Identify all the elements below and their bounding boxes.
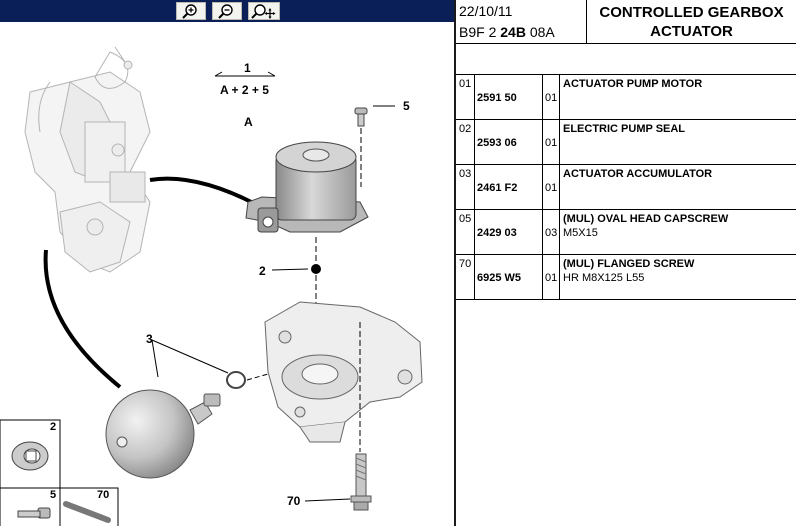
callout-70[interactable]: 70: [287, 494, 301, 508]
part-ref[interactable]: 6925 W5: [477, 272, 522, 284]
callout-5[interactable]: 5: [403, 99, 410, 113]
inset-label-2: 2: [50, 421, 57, 433]
part-name: (MUL) OVAL HEAD CAPSCREW: [563, 213, 729, 225]
part-name: ELECTRIC PUMP SEAL: [563, 123, 686, 135]
part-qty-cell: 03: [543, 210, 560, 255]
part-qty-cell: 01: [543, 75, 560, 120]
part-qty-cell: 01: [543, 120, 560, 165]
catalog-code-bold: 24B: [500, 24, 526, 40]
group-formula-label: A + 2 + 5: [220, 83, 269, 97]
oval-head-capscrew-illustration: [354, 107, 368, 127]
page-title-line2: ACTUATOR: [650, 23, 733, 40]
part-ref-cell: 6925 W5: [475, 255, 543, 300]
part-desc-cell: (MUL) OVAL HEAD CAPSCREW M5X15: [560, 210, 796, 255]
parts-list-panel: 22/10/11 B9F 2 24B 08A CONTROLLED GEARBO…: [456, 0, 796, 526]
part-qty: 01: [545, 272, 558, 284]
part-ref[interactable]: 2593 06: [477, 137, 517, 149]
part-qty: 03: [545, 227, 558, 239]
part-desc-cell: (MUL) FLANGED SCREW HR M8X125 L55: [560, 255, 796, 300]
part-row[interactable]: 03 2461 F2 01 ACTUATOR ACCUMULATOR: [456, 165, 796, 210]
panel-divider: [454, 0, 456, 526]
zoom-in-button[interactable]: [176, 2, 206, 20]
catalog-code: B9F 2 24B 08A: [459, 24, 555, 40]
part-name: (MUL) FLANGED SCREW: [563, 258, 695, 270]
page-title-line1: CONTROLLED GEARBOX: [599, 4, 784, 21]
zoom-out-button[interactable]: [212, 2, 242, 20]
magnifier-move-icon: [249, 3, 279, 19]
callout-A[interactable]: A: [244, 115, 253, 129]
magnifier-minus-icon: [213, 3, 241, 19]
part-ref-cell: 2591 50: [475, 75, 543, 120]
catalog-code-suffix: 08A: [525, 24, 555, 40]
part-index: 70: [456, 255, 475, 300]
callout-3[interactable]: 3: [146, 332, 153, 346]
flanged-screw-illustration: [350, 453, 372, 511]
inset-label-5: 5: [50, 489, 57, 501]
parts-list-empty-area: [456, 300, 796, 526]
actuator-pump-motor-illustration: [245, 141, 369, 233]
inset-label-70: 70: [97, 489, 110, 501]
part-row[interactable]: 70 6925 W5 01 (MUL) FLANGED SCREW HR M8X1…: [456, 255, 796, 300]
group-number-label: 1: [244, 61, 251, 75]
actuator-accumulator-illustration: [105, 389, 221, 479]
part-row[interactable]: 02 2593 06 01 ELECTRIC PUMP SEAL: [456, 120, 796, 165]
catalog-code-prefix: B9F 2: [459, 24, 501, 40]
part-qty-cell: 01: [543, 255, 560, 300]
part-name: ACTUATOR ACCUMULATOR: [563, 168, 713, 180]
callout-2[interactable]: 2: [259, 264, 266, 278]
part-qty: 01: [545, 92, 558, 104]
catalog-date: 22/10/11: [459, 3, 513, 19]
detail-insets: [0, 419, 119, 526]
part-ref[interactable]: 2461 F2: [477, 182, 518, 194]
part-desc-cell: ACTUATOR ACCUMULATOR: [560, 165, 796, 210]
gearbox-assembly-illustration: [24, 46, 151, 273]
part-ref[interactable]: 2429 03: [477, 227, 517, 239]
part-name: ACTUATOR PUMP MOTOR: [563, 78, 703, 90]
parts-subheader: [456, 44, 796, 75]
part-desc-cell: ACTUATOR PUMP MOTOR: [560, 75, 796, 120]
page-title: CONTROLLED GEARBOX ACTUATOR: [587, 3, 796, 41]
part-ref-cell: 2429 03: [475, 210, 543, 255]
part-desc-cell: ELECTRIC PUMP SEAL: [560, 120, 796, 165]
part-qty-cell: 01: [543, 165, 560, 210]
part-ref[interactable]: 2591 50: [477, 92, 517, 104]
part-index: 01: [456, 75, 475, 120]
magnifier-plus-icon: [177, 3, 205, 19]
pump-housing-illustration: [264, 301, 423, 443]
part-spec: M5X15: [563, 227, 598, 239]
part-ref-cell: 2461 F2: [475, 165, 543, 210]
diagram-toolbar: [0, 0, 454, 22]
part-index: 02: [456, 120, 475, 165]
part-qty: 01: [545, 182, 558, 194]
exploded-parts-diagram[interactable]: 1 A + 2 + 5 A 2 3 5 70 2 5 70: [0, 22, 454, 526]
header-divider: [586, 0, 587, 44]
parts-header: 22/10/11 B9F 2 24B 08A CONTROLLED GEARBO…: [456, 0, 796, 44]
part-qty: 01: [545, 137, 558, 149]
part-index: 03: [456, 165, 475, 210]
part-row[interactable]: 05 2429 03 03 (MUL) OVAL HEAD CAPSCREW M5…: [456, 210, 796, 255]
part-ref-cell: 2593 06: [475, 120, 543, 165]
part-spec: HR M8X125 L55: [563, 272, 645, 284]
part-index: 05: [456, 210, 475, 255]
part-row[interactable]: 01 2591 50 01 ACTUATOR PUMP MOTOR: [456, 75, 796, 120]
pan-button[interactable]: [248, 2, 280, 20]
